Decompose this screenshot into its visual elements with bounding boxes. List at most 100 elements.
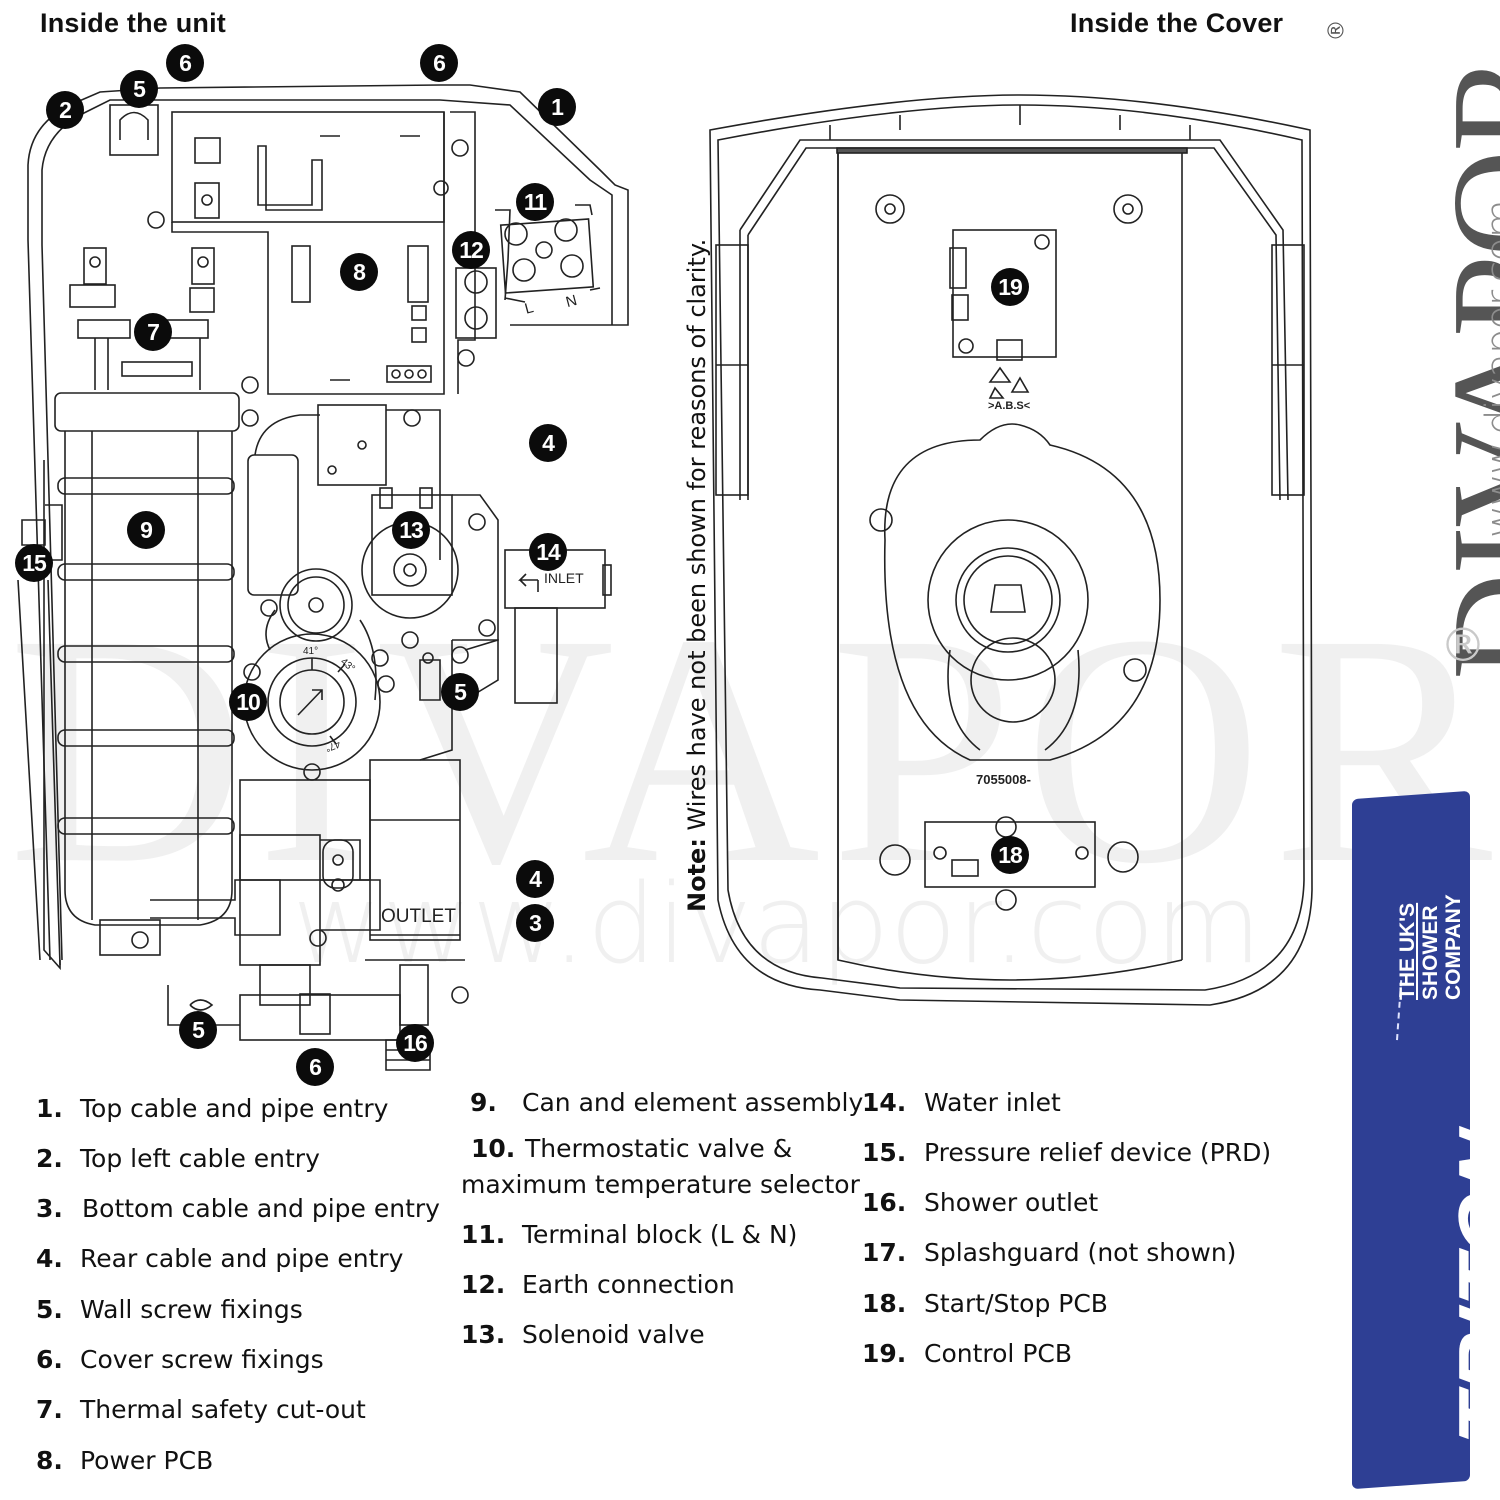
abs-marking: >A.B.S< (988, 400, 1031, 412)
callout-5: 5 (120, 70, 158, 108)
callout-12: 12 (452, 231, 490, 269)
cover-screws (869, 194, 1147, 876)
legend-label: Terminal block (L & N) (522, 1220, 798, 1249)
pipes (247, 404, 441, 596)
callout-13: 13 (392, 511, 430, 549)
recycle-icon (988, 366, 1030, 399)
legend-item: 8. Power PCB (36, 1446, 213, 1475)
legend-item: 11. Terminal block (L & N) (461, 1220, 797, 1249)
legend-number: 2. (36, 1144, 63, 1173)
solenoid (361, 487, 499, 641)
note-label: Note: (683, 838, 711, 912)
power-pcb-housing (109, 104, 476, 395)
legend-label: Shower outlet (924, 1188, 1099, 1217)
cover-shell (709, 94, 1313, 1006)
legend-label: Top cable and pipe entry (80, 1094, 389, 1123)
callout-4: 4 (516, 860, 554, 898)
callout-10: 10 (229, 683, 267, 721)
legend-item: 9.Can and element assembly (470, 1088, 863, 1117)
legend-item: 16. Shower outlet (862, 1188, 1098, 1217)
wiring-note: Note: Wires have not been shown for reas… (683, 239, 711, 912)
callout-15: 15 (15, 544, 53, 582)
legend-number: 1. (36, 1094, 63, 1123)
callout-6: 6 (420, 44, 458, 82)
legend-number: 10. (471, 1134, 516, 1163)
callout-6: 6 (296, 1048, 334, 1086)
legend-label: Power PCB (80, 1446, 214, 1475)
legend-number: 15. (862, 1138, 907, 1167)
legend-label: Bottom cable and pipe entry (82, 1194, 440, 1223)
callout-8: 8 (340, 253, 378, 291)
legend-item: 14.Water inlet (862, 1088, 1061, 1117)
legend-number: 19. (862, 1339, 907, 1368)
callout-19: 19 (991, 268, 1029, 306)
divapor-url: www.divapor.com (1478, 200, 1500, 538)
legend-label: Solenoid valve (522, 1320, 705, 1349)
control-pcb-outline (949, 229, 1057, 361)
legend-label: Earth connection (522, 1270, 735, 1299)
legend-label: Top left cable entry (80, 1144, 320, 1173)
legend-number: 16. (862, 1188, 907, 1217)
callout-11: 11 (516, 183, 554, 221)
legend-label: Thermostatic valve & (525, 1134, 793, 1163)
callout-6: 6 (166, 44, 204, 82)
legend-item: 4.Rear cable and pipe entry (36, 1244, 403, 1273)
callout-18: 18 (991, 836, 1029, 874)
legend-label: Thermal safety cut-out (80, 1395, 366, 1424)
legend-item: 3.Bottom cable and pipe entry (36, 1194, 440, 1223)
earth-block (455, 267, 497, 367)
cover-part-number: 7055008- (976, 772, 1031, 787)
legend-item: 13. Solenoid valve (461, 1320, 705, 1349)
legend-number: 8. (36, 1446, 63, 1475)
legend-label: Wall screw fixings (80, 1295, 303, 1324)
legend-item: 18.Start/Stop PCB (862, 1289, 1108, 1318)
callout-7: 7 (134, 313, 172, 351)
callout-5: 5 (441, 673, 479, 711)
outlet-marking: OUTLET (381, 906, 456, 927)
prd-tube (17, 504, 63, 966)
tagline-line: SHOWER (1419, 905, 1442, 1001)
legend-item: 5. Wall screw fixings (36, 1295, 303, 1324)
watermark-brand: DIVAPOR (8, 567, 1500, 932)
legend-item: 6. Cover screw fixings (36, 1345, 324, 1374)
callout-5: 5 (179, 1011, 217, 1049)
temperature-selector (243, 568, 395, 781)
shower-dial (883, 423, 1161, 761)
callout-14: 14 (529, 533, 567, 571)
legend-label: Control PCB (924, 1339, 1072, 1368)
legend-label: Pressure relief device (PRD) (924, 1138, 1272, 1167)
callout-4: 4 (529, 424, 567, 462)
inlet-fitting (504, 549, 612, 704)
terminal-block (495, 204, 601, 303)
inlet-marking: INLET (544, 570, 584, 586)
note-text: Wires have not been shown for reasons of… (683, 238, 711, 839)
legend-number: 6. (36, 1345, 63, 1374)
callout-16: 16 (396, 1024, 434, 1062)
legend-number: 17. (862, 1238, 907, 1267)
registered-mark: ® (1324, 19, 1350, 42)
dial-tick-41: 41° (303, 646, 319, 657)
legend-label: maximum temperature selector (461, 1170, 860, 1199)
legend-number: 7. (36, 1395, 63, 1424)
legend-number: 12. (461, 1270, 506, 1299)
legend-item: 12. Earth connection (461, 1270, 735, 1299)
legend-item: 1. Top cable and pipe entry (36, 1094, 388, 1123)
legend-number: 11. (461, 1220, 506, 1249)
legend-item: 7. Thermal safety cut-out (36, 1395, 366, 1424)
legend-number: 4. (36, 1244, 63, 1273)
legend-number: 13. (461, 1320, 506, 1349)
registered-mark-watermark: ® (1440, 618, 1486, 672)
triton-tagline: THE UK'S SHOWER COMPANY (1396, 894, 1465, 1000)
tagline-line: COMPANY (1442, 894, 1465, 1000)
callout-9: 9 (127, 511, 165, 549)
legend-label: Cover screw fixings (80, 1345, 324, 1374)
tagline-line: THE UK'S (1396, 902, 1419, 1000)
legend-number: 5. (36, 1295, 63, 1324)
callout-1: 1 (538, 88, 576, 126)
callout-2: 2 (46, 91, 84, 129)
heading-inside-cover: Inside the Cover (1070, 8, 1284, 38)
legend-number: 14. (862, 1088, 907, 1117)
lower-assembly (99, 139, 499, 1071)
triton-logo-text: TRITON (1441, 1123, 1500, 1457)
